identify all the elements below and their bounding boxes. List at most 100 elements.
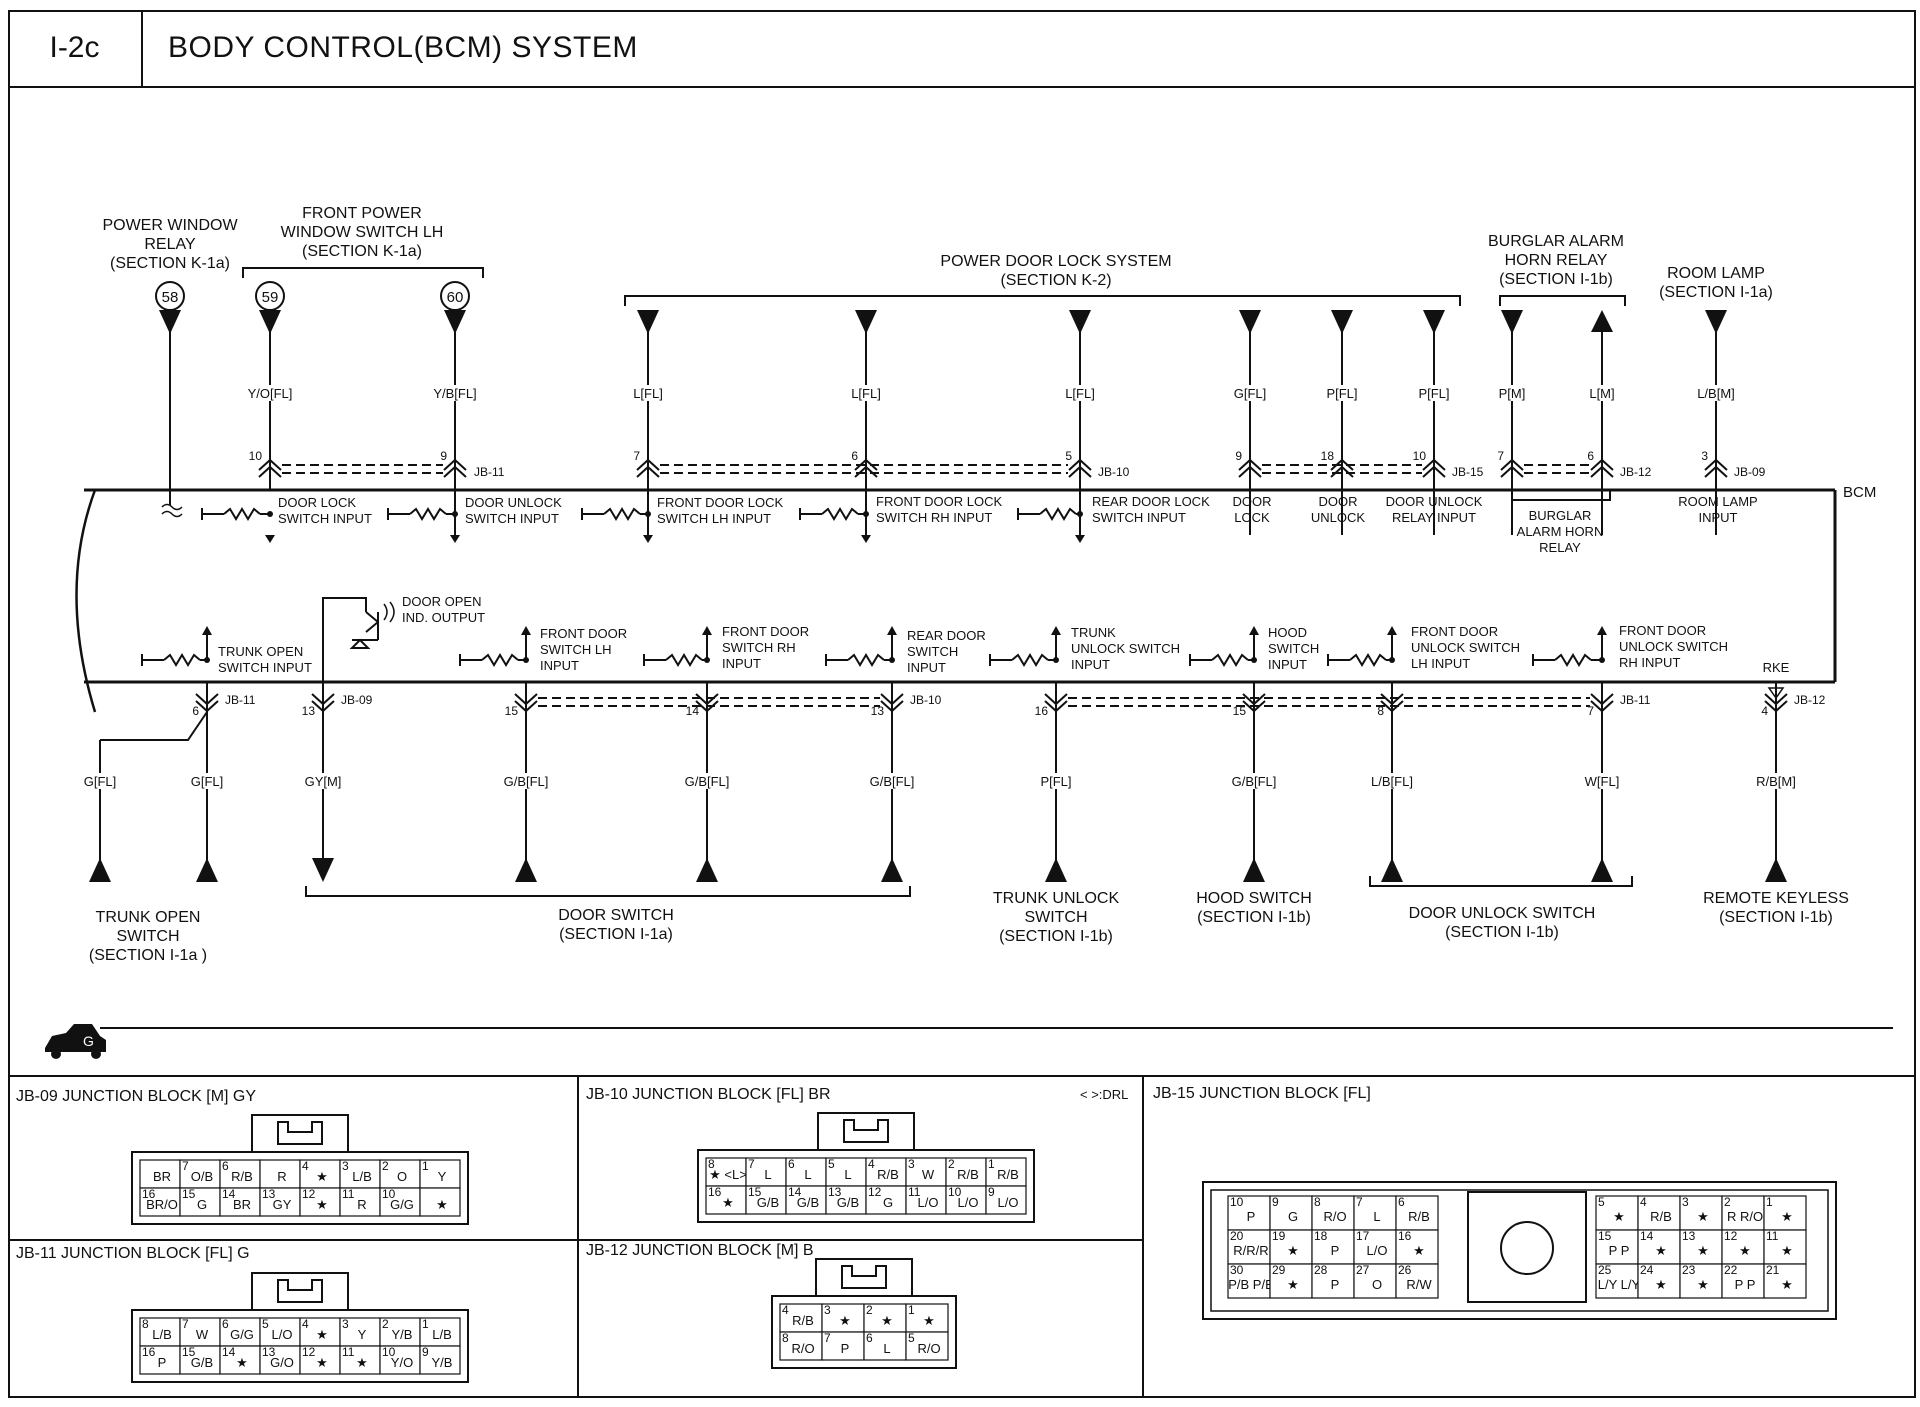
pin-wire-color: G/B: [757, 1195, 779, 1210]
connector-latch: [251, 1114, 349, 1152]
section-code: I-2c: [8, 10, 143, 86]
connector-pin-cell: [863, 1303, 907, 1333]
pin-wire-color: G/B: [191, 1355, 213, 1370]
connector-pin-cell: [139, 1159, 181, 1189]
connector-pin-cell: [339, 1317, 381, 1347]
connector-jb11: 8L/B7W6G/G5L/O4★3Y2Y/B1L/B16P15G/B14★13G…: [131, 1272, 469, 1383]
pin-wire-color: ★: [1697, 1277, 1709, 1292]
pin-wire-color: P: [841, 1341, 850, 1356]
connector-pin-cell: [785, 1157, 827, 1187]
bcm-input-label: REAR DOOR LOCK: [1092, 494, 1210, 509]
connector-chevron: [636, 465, 660, 478]
transistor-icon: [349, 611, 379, 649]
pin-number: 14: [222, 1345, 236, 1359]
wire-label-bg: [1220, 385, 1280, 401]
pin-wire-color: L/B: [152, 1327, 172, 1342]
pin-wire-color: G/B: [837, 1195, 859, 1210]
section-ref-circle: [440, 281, 470, 311]
group-bracket: [1499, 295, 1626, 306]
group-bracket: [1369, 876, 1633, 887]
connector-chevron: [1242, 693, 1266, 706]
arrow-down-icon: [159, 310, 181, 334]
pin-number: 6: [222, 1317, 229, 1331]
wire-color-label: L/B[M]: [1697, 386, 1735, 401]
connector-pin-cell: [825, 1185, 867, 1215]
wire-color-label: G/B[FL]: [870, 774, 915, 789]
resistor-icon: [665, 653, 703, 667]
pin-number: 7: [633, 449, 640, 463]
pin-number: 16: [142, 1187, 156, 1201]
connector-pin-cell: [1763, 1229, 1807, 1265]
connector-pin-cell: [745, 1157, 787, 1187]
connector-pin-cell: [863, 1331, 907, 1361]
connector-title: JB-10 JUNCTION BLOCK [FL] BR: [586, 1086, 831, 1103]
pin-number: 10: [1230, 1195, 1244, 1209]
junction-block-label: JB-09: [1734, 465, 1766, 479]
connector-chevron: [1590, 700, 1614, 713]
bcm-input-label: INPUT: [1699, 510, 1738, 525]
component-label: TRUNK OPEN: [96, 909, 201, 926]
bcm-input-label: DOOR LOCK: [278, 495, 356, 510]
junction-block-label: JB-11: [225, 693, 256, 707]
component-label: REMOTE KEYLESS: [1703, 890, 1849, 907]
wire-break: [161, 503, 183, 518]
pin-number: 6: [866, 1331, 873, 1345]
bcm-box: [75, 488, 1837, 713]
connector-chevron: [1422, 458, 1446, 471]
pin-wire-color: ★: [436, 1197, 448, 1212]
pin-wire-color: ★: [1781, 1209, 1793, 1224]
bcm-input-label: FRONT DOOR LOCK: [876, 494, 1002, 509]
wire-label-bg: [1312, 385, 1372, 401]
bcm-input-label: INPUT: [722, 656, 761, 671]
bcm-input-label: FRONT DOOR: [722, 624, 809, 639]
bcm-input-label: SWITCH INPUT: [278, 511, 372, 526]
ground-label: G: [83, 1033, 94, 1049]
connector-jb15: 10P9G8R/O7L6R/B20R/R/R19★18P17L/O16★30P/…: [1202, 1181, 1837, 1320]
pin-wire-color: Y: [358, 1327, 367, 1342]
component-label: SWITCH: [116, 928, 179, 945]
connector-chevron: [880, 700, 904, 713]
component-label: (SECTION I-1b): [1197, 909, 1311, 926]
pin-wire-color: ★: [1739, 1243, 1751, 1258]
pin-wire-color: R/B: [997, 1167, 1019, 1182]
bcm-input-label: TRUNK: [1071, 625, 1116, 640]
connector-pin-cell: [945, 1157, 987, 1187]
arrow-up-icon: [515, 858, 537, 882]
bcm-input-label: LOCK: [1234, 510, 1270, 525]
pin-number: 10: [249, 449, 263, 463]
connector-chevron: [195, 700, 219, 713]
connector-pin-cell: [1227, 1229, 1271, 1265]
component-label: (SECTION I-1b): [1445, 924, 1559, 941]
wire: [100, 711, 208, 741]
resistor-icon: [1039, 507, 1077, 521]
connector-chevron: [636, 458, 660, 471]
connector-shell: [697, 1149, 1035, 1223]
pin-number: 13: [262, 1187, 276, 1201]
connector-pin-cell: [1353, 1263, 1397, 1299]
pin-wire-color: P: [1331, 1277, 1340, 1292]
pin-wire-color: P/B P/B: [1228, 1277, 1274, 1292]
pin-number: 1: [908, 1303, 915, 1317]
connector-pin-cell: [1269, 1229, 1313, 1265]
pin-number: 22: [1724, 1263, 1738, 1277]
component-label: POWER WINDOW: [102, 217, 238, 234]
pin-number: 9: [1235, 449, 1242, 463]
bcm-input-label: REAR DOOR: [907, 628, 986, 643]
section-ref-number: 58: [162, 289, 179, 306]
pin-wire-color: ★: [356, 1355, 368, 1370]
connector-chevron: [1238, 465, 1262, 478]
connector-chevron: [1590, 458, 1614, 471]
connector-shell: [131, 1309, 469, 1383]
page-header: I-2c BODY CONTROL(BCM) SYSTEM: [8, 10, 1916, 88]
wire-label-bg: [1742, 773, 1810, 789]
pin-wire-color: ★: [1287, 1243, 1299, 1258]
connector-chevron: [1590, 693, 1614, 706]
pin-wire-color: R/O: [791, 1341, 814, 1356]
pin-wire-color: BR: [153, 1169, 171, 1184]
junction-block-label: JB-12: [1794, 693, 1826, 707]
labels-layer: Y/O[FL]10Y/B[FL]9L[FL]7L[FL]6L[FL]5G[FL]…: [66, 205, 1849, 964]
pin-number: 13: [262, 1345, 276, 1359]
pin-wire-color: R: [277, 1169, 286, 1184]
bcm-input-label: FRONT DOOR LOCK: [657, 495, 783, 510]
pin-wire-color: BR: [233, 1197, 251, 1212]
